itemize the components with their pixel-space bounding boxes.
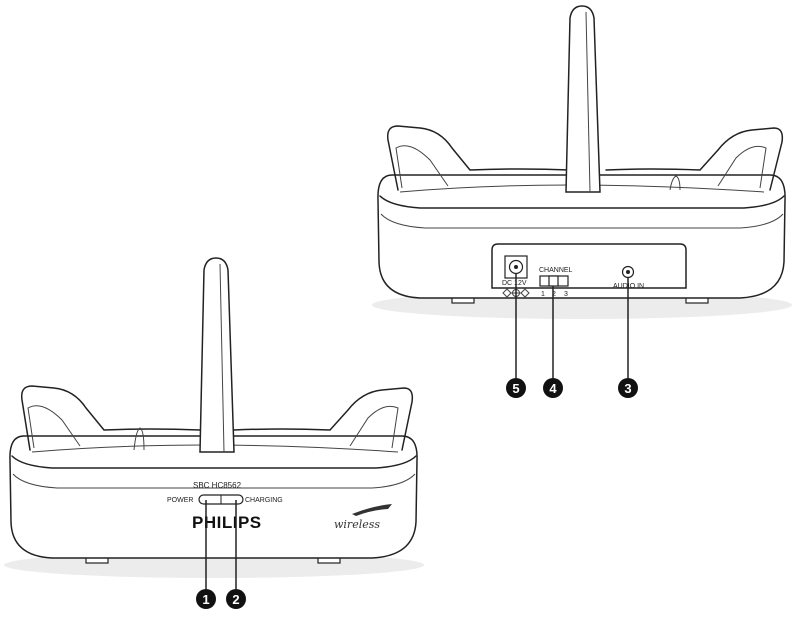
front-rim-lower [12,473,416,489]
callout-5: 5 [506,378,526,398]
rear-rim-lower [380,213,784,229]
front-small-arch [133,427,145,451]
svg-text:wireless: wireless [334,518,380,531]
brand-logo: PHILIPS [192,513,262,532]
front-cradle [20,385,414,451]
svg-text:5: 5 [512,381,519,396]
front-antenna [199,257,235,453]
front-antenna-edge [219,263,225,453]
charging-label: CHARGING [245,497,283,504]
svg-text:4: 4 [549,381,557,396]
rear-cradle-inner [395,145,767,189]
power-label: POWER [167,497,193,504]
channel-1-label: 1 [541,291,545,298]
rear-unit: DC 12V CHANNEL 1 2 3 AUDIO IN 5 4 [372,5,792,398]
channel-label: CHANNEL [539,267,573,274]
callout-4: 4 [543,378,563,398]
svg-text:3: 3 [624,381,631,396]
rear-antenna [565,5,601,193]
rear-small-arch [669,175,681,191]
dc-socket-pin [514,265,518,269]
rear-rim [379,195,785,209]
callout-2: 2 [226,589,246,609]
wireless-logo: wireless [334,504,392,531]
channel-3-label: 3 [564,291,568,298]
front-unit: SBC HC8562 POWER CHARGING PHILIPS wirele… [4,257,424,609]
rear-cradle [386,125,784,191]
rear-antenna-edge [585,11,591,193]
audio-in-jack-hole [626,270,630,274]
callout-3: 3 [618,378,638,398]
svg-text:1: 1 [202,592,209,607]
front-cradle-inner [27,405,399,449]
svg-text:2: 2 [232,592,239,607]
channel-2-label: 2 [552,291,556,298]
channel-switch-knob[interactable] [548,275,559,287]
dc-label: DC 12V [502,280,527,287]
front-rim [11,455,417,469]
callout-1: 1 [196,589,216,609]
model-label: SBC HC8562 [193,481,242,490]
